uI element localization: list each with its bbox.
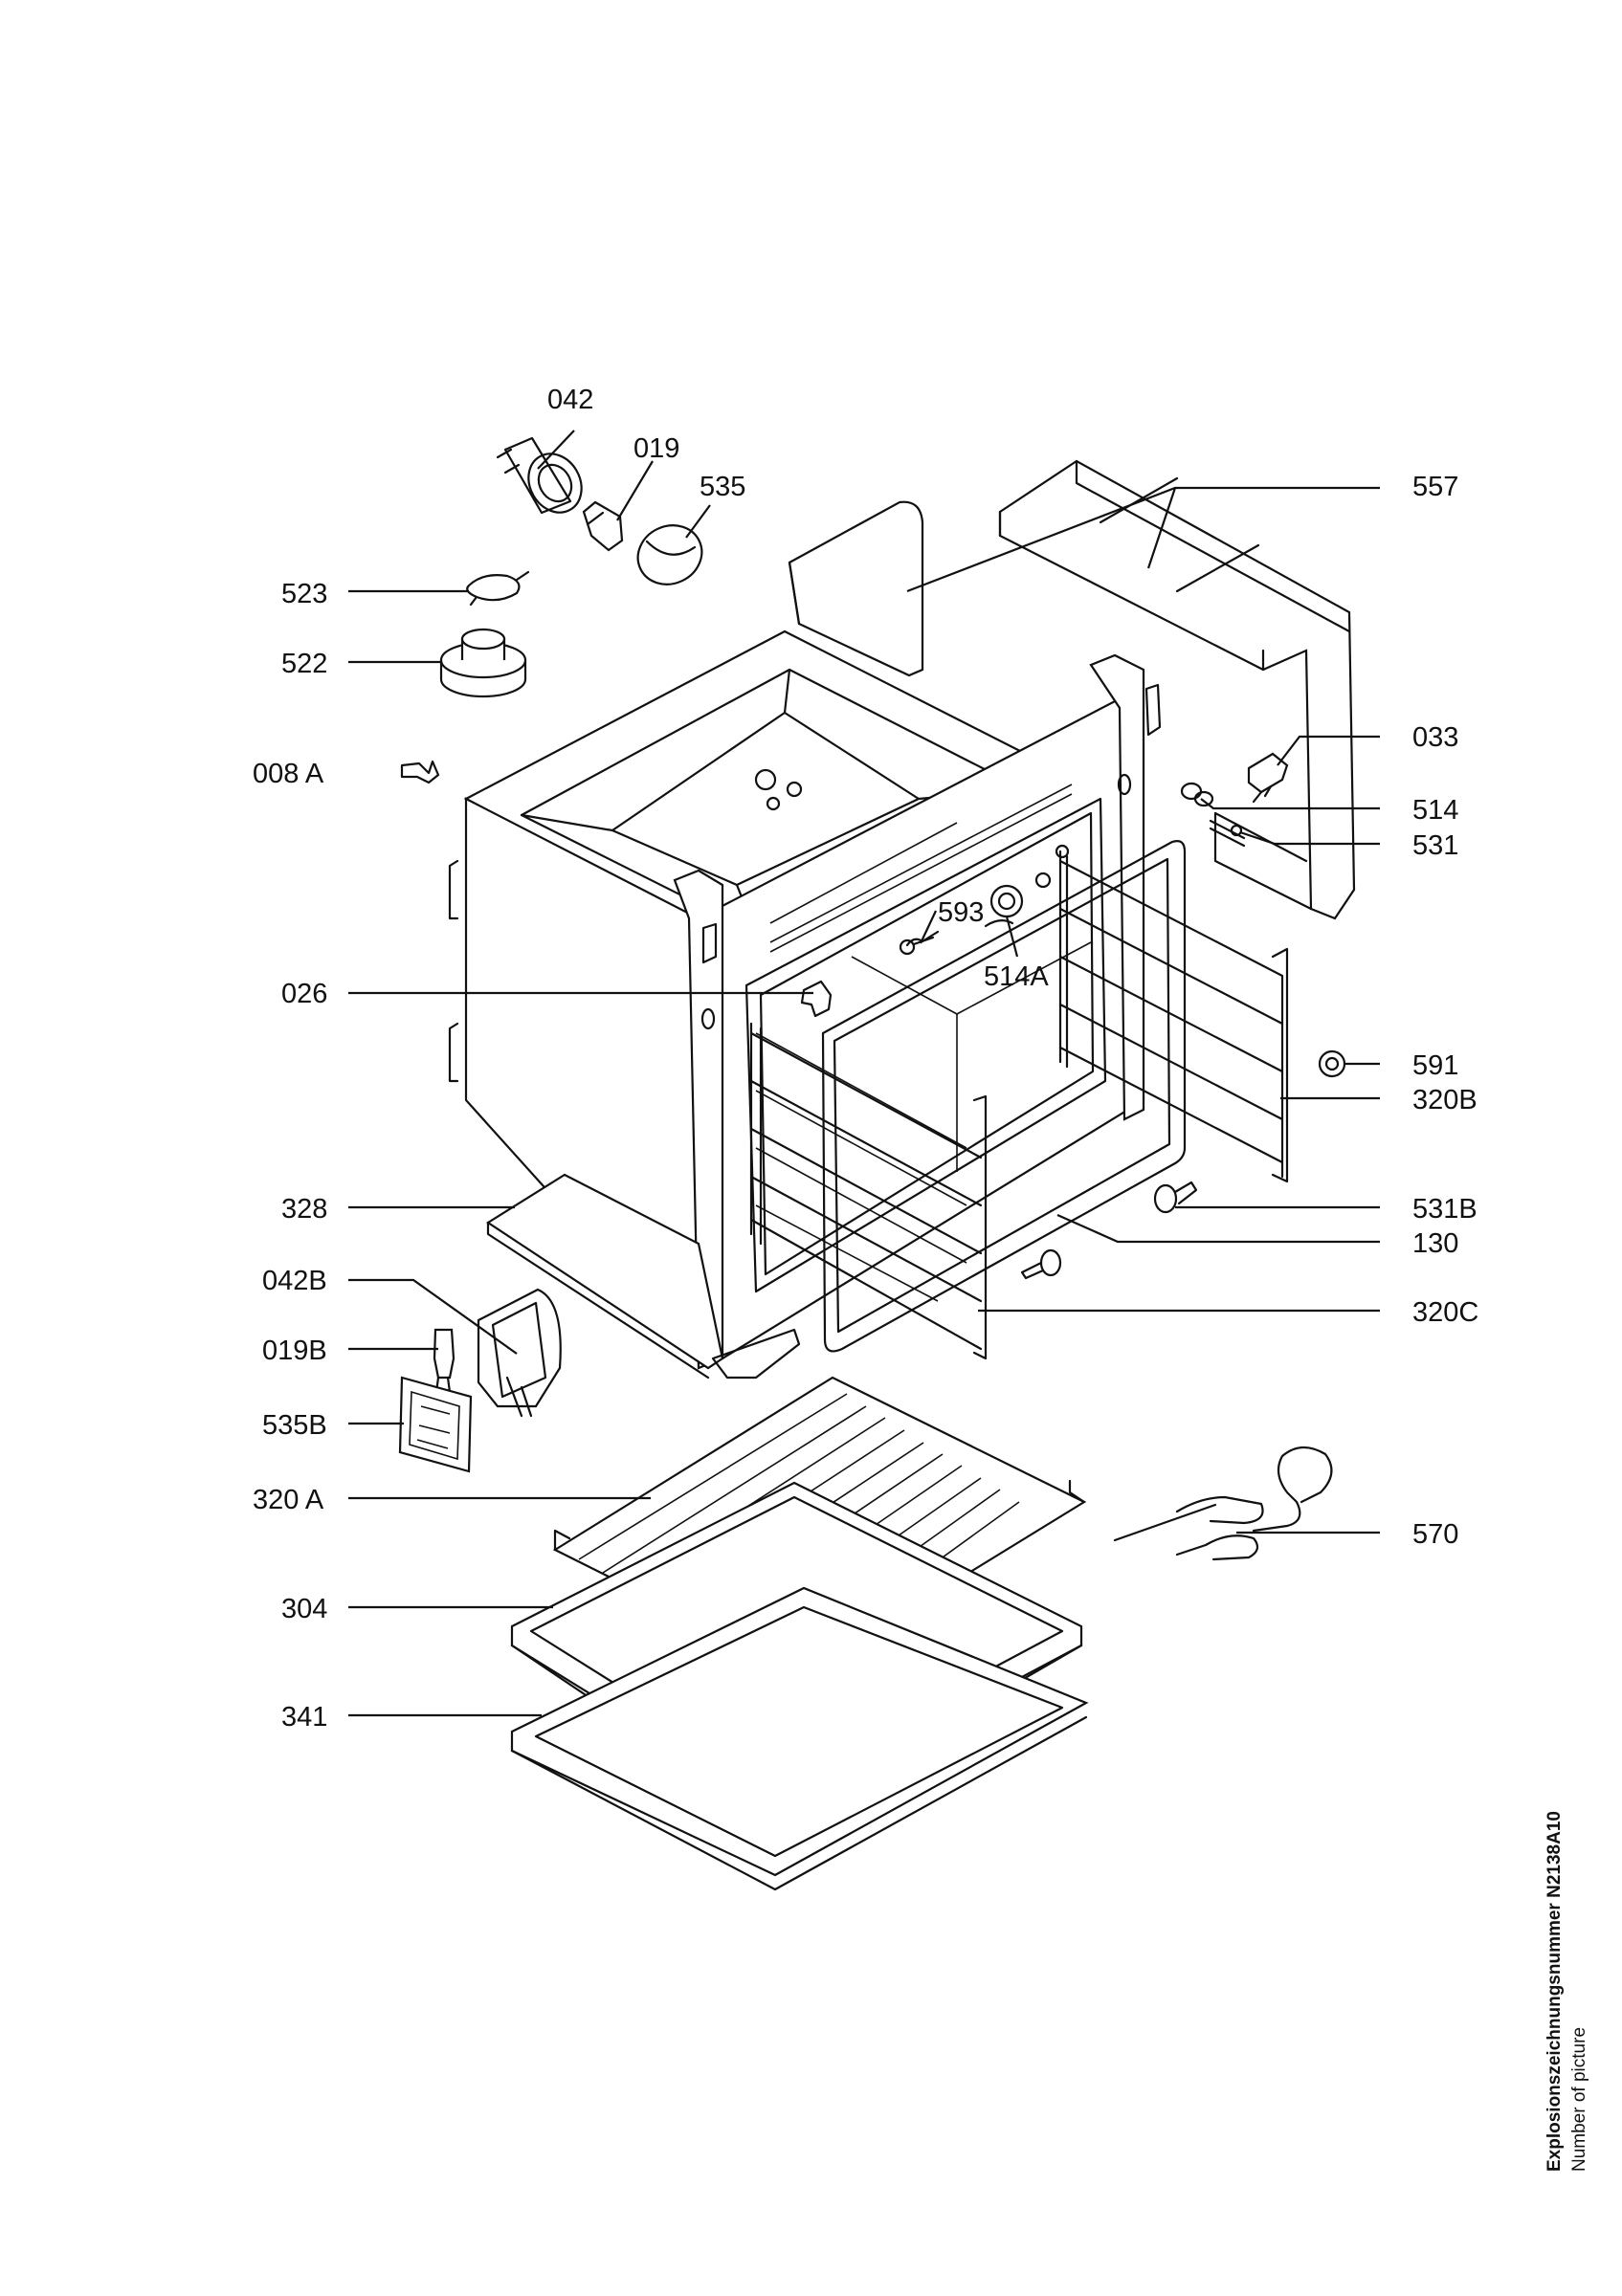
caption-german: Explosionszeichnungsnummer N2138A10 (1544, 1811, 1565, 2172)
callout-320b: 320B (1412, 1085, 1478, 1115)
part-oven-cavity (448, 629, 1162, 1380)
callout-019b: 019B (262, 1336, 327, 1366)
part-130-seal-frame (821, 840, 1187, 1353)
callout-320a: 320 A (253, 1485, 324, 1515)
part-535b-lamp-glass (398, 1376, 473, 1473)
part-514-grommet (1180, 782, 1214, 807)
part-042b-side-lamp (477, 1288, 562, 1418)
callout-130: 130 (1412, 1228, 1458, 1259)
part-514a-grommet (984, 919, 1014, 928)
part-033-thermostat (1247, 752, 1289, 804)
callout-019: 019 (633, 433, 679, 464)
part-320b-shelf-supports (1058, 850, 1289, 1183)
callout-522: 522 (281, 649, 327, 679)
part-591-washer (1318, 1049, 1346, 1078)
part-531b-screw (1153, 1181, 1198, 1214)
callout-304: 304 (281, 1594, 327, 1624)
callout-531: 531 (1412, 830, 1458, 861)
callout-514: 514 (1412, 795, 1458, 826)
callout-523: 523 (281, 579, 327, 609)
callout-535: 535 (700, 472, 745, 502)
callout-042: 042 (547, 385, 593, 415)
part-screw (1020, 1248, 1062, 1280)
callout-341: 341 (281, 1702, 327, 1733)
callout-033: 033 (1412, 722, 1458, 753)
callout-531b: 531B (1412, 1194, 1478, 1225)
part-042-lamp-holder (496, 436, 583, 515)
part-008a-fitting (400, 760, 440, 784)
callout-008a: 008 A (253, 759, 324, 789)
part-535-lamp-cover (636, 524, 703, 585)
callout-labels: 042 019 535 557 523 522 008 A 033 514 53… (253, 385, 1478, 1733)
part-026-bracket (800, 980, 833, 1018)
callout-320c: 320C (1412, 1297, 1478, 1328)
part-593-socket (899, 936, 935, 956)
part-531-sensor (1209, 819, 1246, 848)
callout-042b: 042B (262, 1266, 327, 1296)
callout-570: 570 (1412, 1519, 1458, 1550)
part-320c-shelf-supports (749, 1022, 988, 1360)
callout-026: 026 (281, 979, 327, 1009)
part-522-knob (439, 628, 527, 698)
part-019b-bulb (433, 1328, 455, 1394)
callout-591: 591 (1412, 1050, 1458, 1081)
leader-lines (348, 430, 1380, 1717)
callout-557: 557 (1412, 472, 1458, 502)
caption-english: Number of picture (1569, 2026, 1589, 2172)
callout-535b: 535B (262, 1410, 327, 1441)
part-570-meat-probe (1113, 1446, 1333, 1561)
callout-593: 593 (938, 897, 984, 928)
callout-328: 328 (281, 1194, 327, 1225)
part-557-insulation (788, 459, 1356, 920)
part-341-enamel-tray (510, 1586, 1089, 1891)
callout-514a: 514A (984, 961, 1049, 992)
part-523-clip (466, 570, 530, 607)
part-019-bulb (582, 500, 624, 552)
